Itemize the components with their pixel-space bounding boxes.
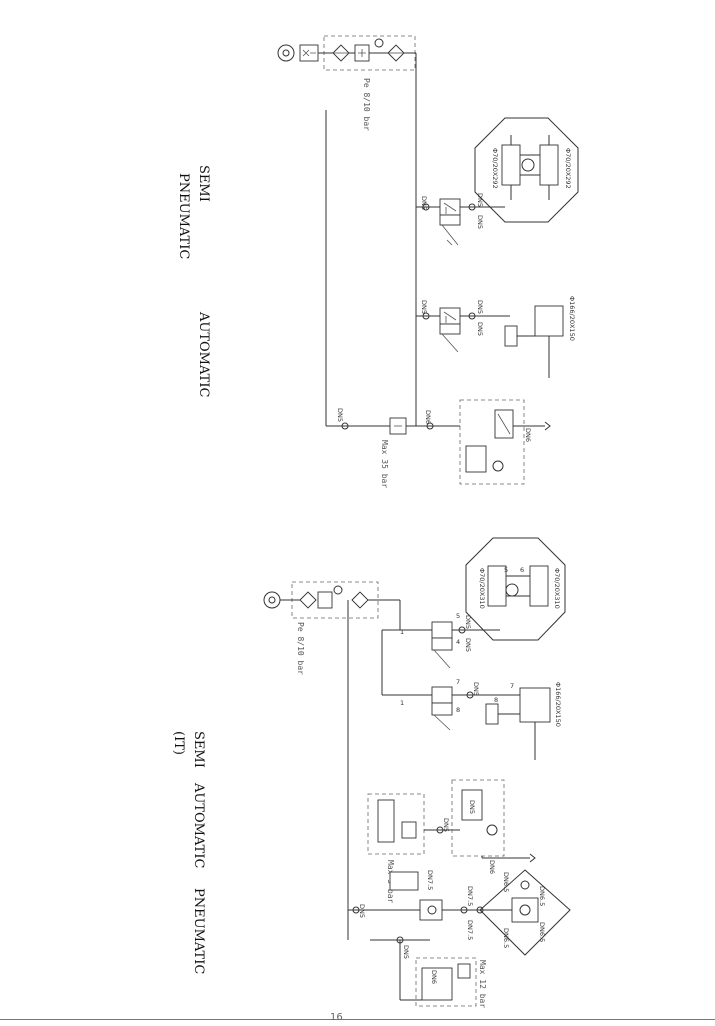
upper-pipe-label-9: DN6: [524, 428, 532, 442]
lower-pipe-label-12: DN6.5: [538, 886, 546, 906]
lower-number-1a: 1: [400, 628, 404, 636]
lower-number-8a: 8: [456, 706, 460, 714]
lower-number-5a: 5: [456, 612, 460, 620]
upper-pipe-label-5: DN5: [476, 300, 484, 314]
lower-diamond-unit: [479, 869, 571, 956]
upper-cylinder-pair: [474, 117, 579, 223]
upper-pipe-label-4: DN5: [420, 300, 428, 314]
upper-main-cylinder-label: Φ166/20X150: [568, 296, 576, 341]
lower-pipe-label-16: DN6: [430, 970, 438, 984]
lower-number-8b: 8: [494, 696, 498, 704]
lower-valve-1: [431, 621, 466, 669]
upper-cylinder-pair-label-left: Φ70/20X292: [491, 148, 499, 189]
lower-number-4: 4: [456, 638, 460, 646]
lower-number-1b: 1: [400, 699, 404, 707]
lower-number-7b: 7: [510, 682, 514, 690]
lower-pipe-label-3: DN5: [472, 682, 480, 696]
upper-branch-2: [416, 307, 510, 353]
lower-pipe-label-9: DN7.5: [426, 870, 434, 890]
lower-title-semi: SEMI: [191, 731, 206, 768]
upper-title-semi: SEMI: [196, 165, 211, 202]
upper-cylinder-pair-label-right: Φ70/20X292: [564, 148, 572, 189]
lower-gauge-block: [451, 779, 536, 863]
upper-pipe-label-1: DN5: [420, 196, 428, 210]
lower-air-supply-icon: [263, 591, 281, 609]
page-number: 16: [330, 1012, 343, 1023]
lower-pipe-label-2: DN5: [464, 638, 472, 652]
upper-supply-pressure-label: Pe 8/10 bar: [362, 78, 371, 131]
upper-frl-unit: [318, 35, 416, 71]
lower-supply-lines: [347, 600, 500, 940]
lower-pipe-label-13: DN6.5: [538, 922, 546, 942]
upper-pipe-label-3: DN5: [476, 215, 484, 229]
upper-title-automatic: AUTOMATIC: [196, 311, 211, 397]
lower-number-6: 6: [520, 566, 524, 574]
lower-pipe-label-11: DN7.5: [466, 920, 474, 940]
lower-number-7a: 7: [456, 678, 460, 686]
lower-frl-unit: [280, 581, 400, 619]
lower-regulator-block: [367, 793, 460, 855]
upper-pipe-label-6: DN5: [476, 322, 484, 336]
upper-main-cylinder: [504, 305, 564, 378]
upper-air-supply-icon: [277, 44, 319, 62]
lower-cylinder-pair: [465, 537, 566, 641]
lower-valve-2: [431, 686, 474, 731]
upper-title-pneumatic: PNEUMATIC: [176, 173, 191, 259]
lower-pipe-label-8: DN5: [402, 945, 410, 959]
lower-main-cylinder-label: Φ166/20X150: [554, 682, 562, 727]
lower-title-it: (IT): [171, 731, 186, 755]
lower-cylinder-left-label: Φ70/20X310: [478, 568, 486, 609]
lower-pipe-label-5: DN5: [468, 800, 476, 814]
upper-pipe-label-7: DN5: [336, 408, 344, 422]
lower-title-pneumatic: PNEUMATIC: [191, 888, 206, 974]
upper-max-pressure-label: Max 35 bar: [380, 440, 389, 488]
lower-cylinder-right-label: Φ70/20X310: [553, 568, 561, 609]
lower-pipe-label-14: DN6.5: [502, 872, 510, 892]
lower-pipe-label-4: DN5: [442, 818, 450, 832]
lower-supply-pressure-label: Pe 8/10 bar: [296, 622, 305, 675]
lower-pipe-label-1: DN5: [464, 615, 472, 629]
lower-number-5b: 5: [504, 566, 508, 574]
lower-title-automatic: AUTOMATIC: [191, 782, 206, 868]
lower-pipe-label-10: DN7.5: [466, 886, 474, 906]
lower-main-cylinder: [485, 687, 551, 760]
upper-pipe-label-2: DN5: [476, 193, 484, 207]
lower-pipe-label-7: DN5: [358, 904, 366, 918]
lower-pipe-label-15: DN6.5: [502, 928, 510, 948]
footer-rule: [0, 1019, 715, 1020]
lower-reservoir: [399, 940, 477, 1007]
upper-pipe-label-8: DN6: [424, 410, 432, 424]
lower-max-pressure-12-label: Max 12 bar: [478, 960, 487, 1008]
upper-branch-1: [416, 198, 505, 246]
lower-pipe-label-6: DN6: [488, 860, 496, 874]
upper-branch-3: [326, 399, 551, 485]
